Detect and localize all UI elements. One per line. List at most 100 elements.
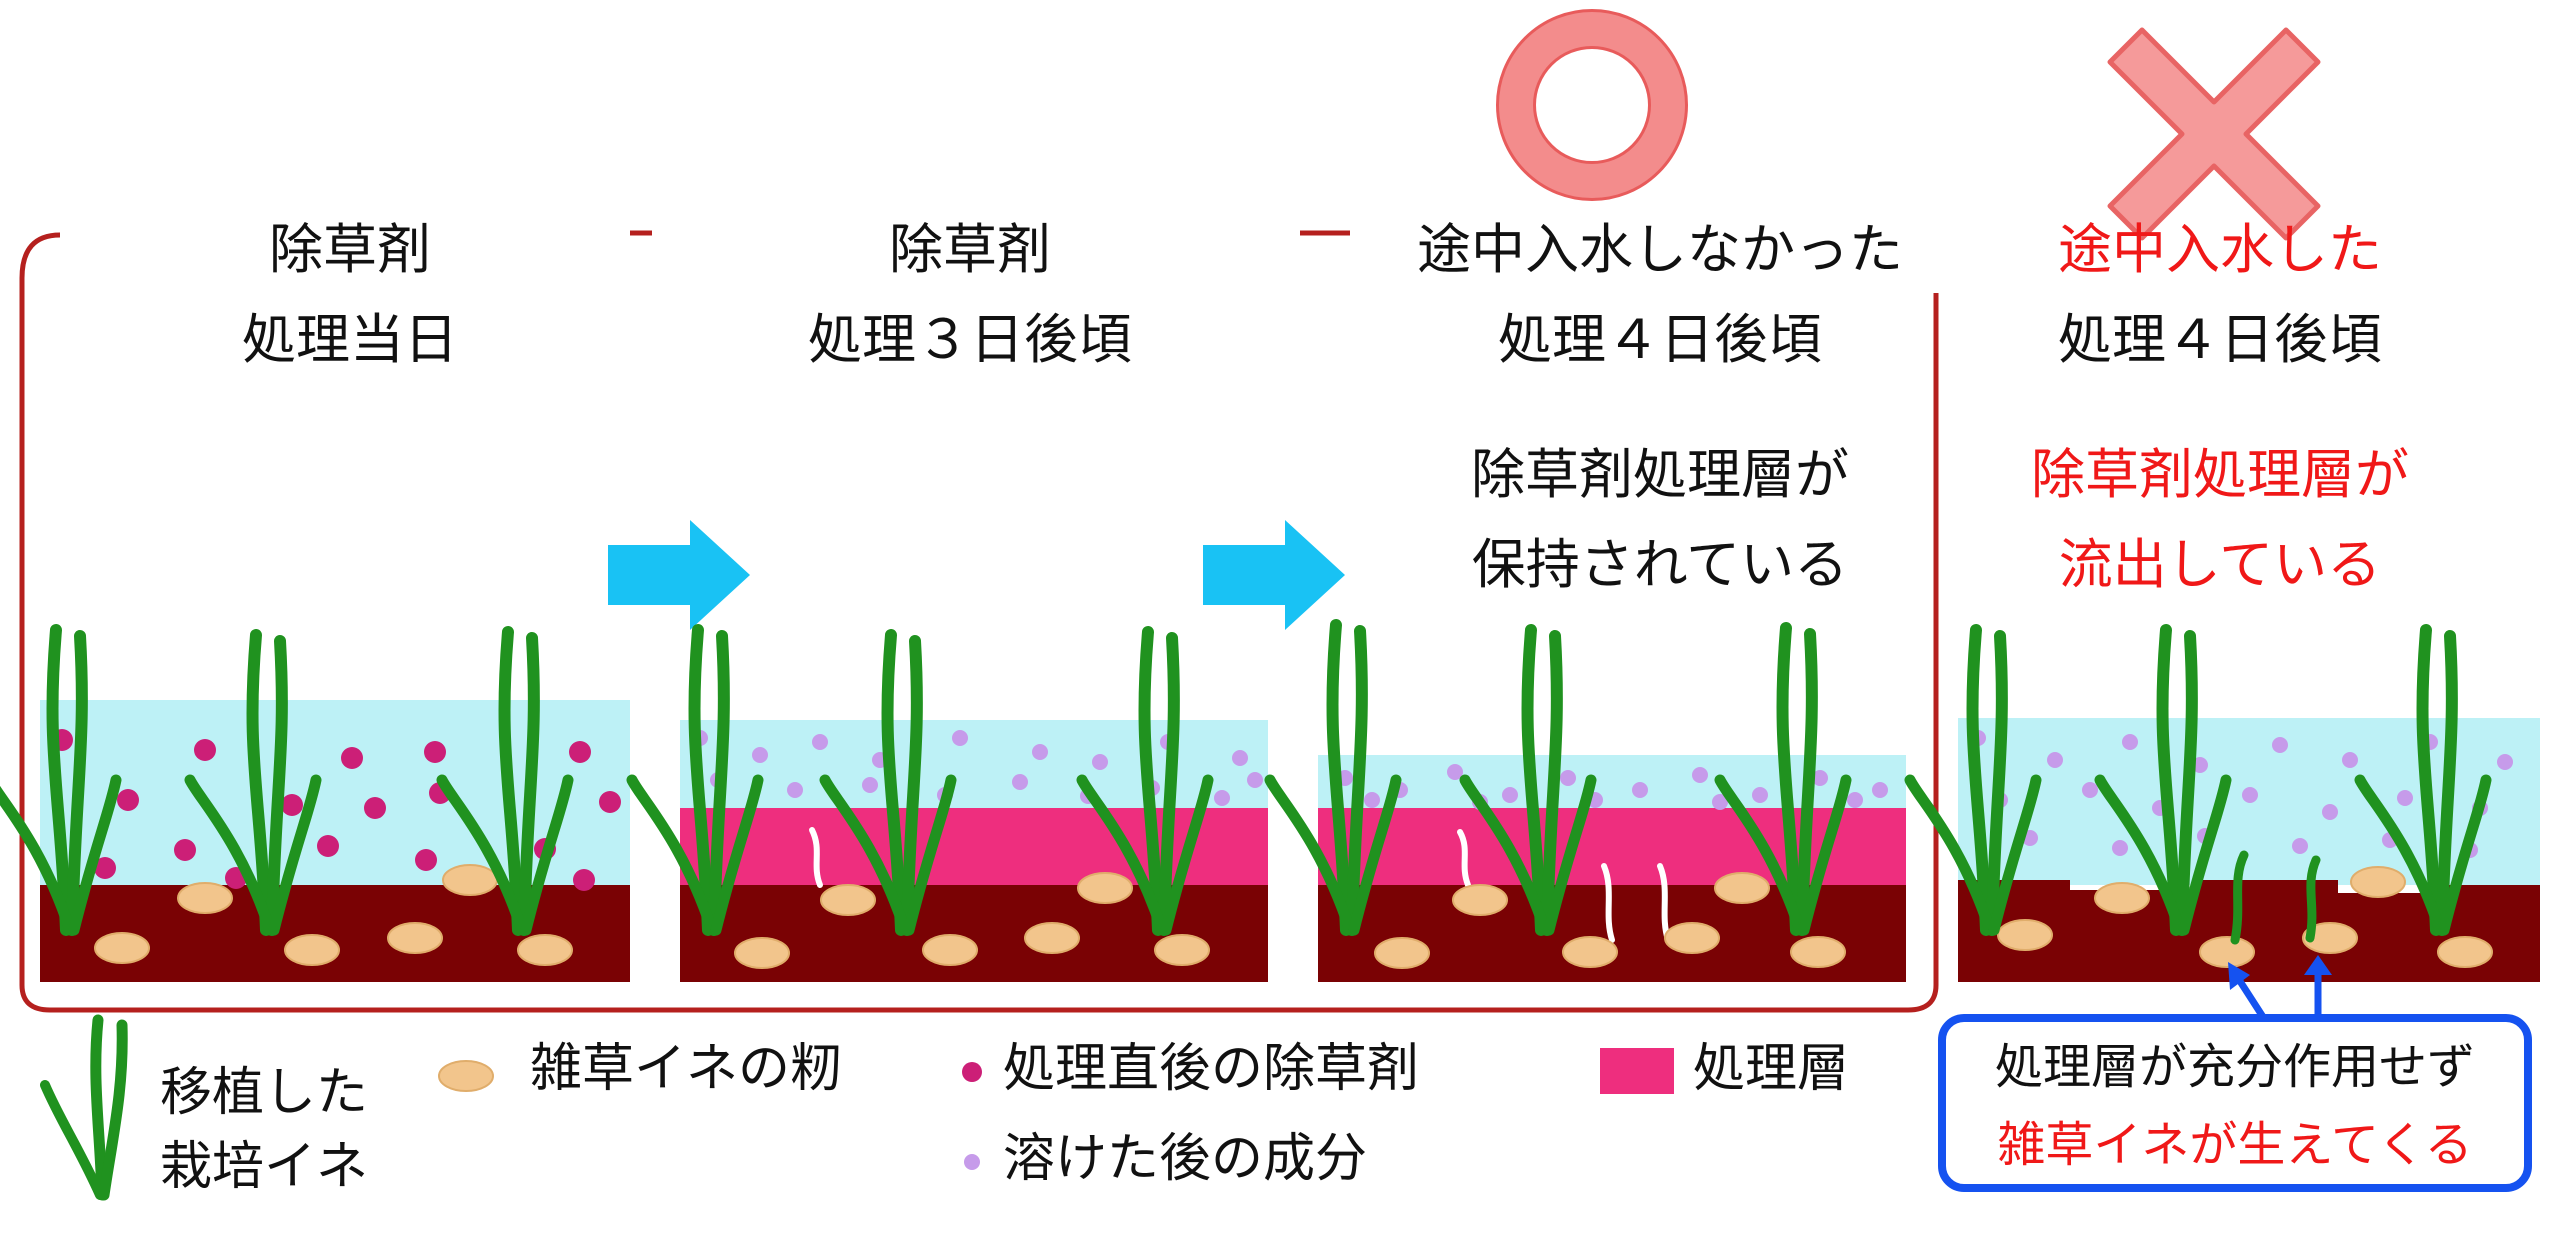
panel-1-seed-1 bbox=[442, 864, 498, 896]
panel-3-seed-4 bbox=[1664, 922, 1720, 954]
stage-2-title: 除草剤 bbox=[889, 218, 1051, 281]
panel-1-plant-2-leaf-3 bbox=[184, 774, 276, 936]
stage-1-title: 除草剤 bbox=[269, 218, 431, 281]
panel-4-plant-2-leaf-1 bbox=[2156, 624, 2182, 936]
panel-2-plant-1-leaf-4 bbox=[710, 774, 764, 936]
panel-2-dissolved-dot-11 bbox=[862, 777, 878, 793]
panel-2-dissolved-dot-5 bbox=[1032, 744, 1048, 760]
panel-4-plant-1-leaf-1 bbox=[1966, 624, 1992, 936]
panel-2-sprout bbox=[809, 827, 823, 888]
note-arrow-1-head bbox=[2228, 962, 2250, 990]
panel-3-seed-1 bbox=[1714, 872, 1770, 904]
panel-2-dissolved-dot-1 bbox=[752, 747, 768, 763]
legend-treatment-layer-icon bbox=[1600, 1048, 1674, 1094]
legend-rice-label-line1: 移植した bbox=[160, 1063, 369, 1123]
stage-bracket bbox=[19, 232, 1939, 1013]
panel-4-seed-4 bbox=[2302, 922, 2358, 954]
panel-1-plant-3-leaf-4 bbox=[520, 774, 574, 936]
panel-3-plant-2-leaf-1 bbox=[1521, 624, 1547, 936]
panel-1-plant-1-leaf-4 bbox=[68, 774, 122, 936]
panel-3-dissolved-dot-2 bbox=[1447, 764, 1463, 780]
panel-4-plant-3-leaf-2 bbox=[2436, 630, 2458, 936]
panel-3-seed-2 bbox=[1374, 937, 1430, 969]
panel-2-dissolved-dot-13 bbox=[1012, 774, 1028, 790]
panel-1-herbicide-dot-11 bbox=[94, 857, 116, 879]
legend-fresh-herbicide-icon bbox=[962, 1062, 982, 1082]
panel-1-herbicide-dot-13 bbox=[415, 849, 437, 871]
panel-1-plant-2-leaf-1 bbox=[246, 629, 272, 936]
panel-4-plant-2-leaf-4 bbox=[2178, 774, 2232, 936]
panel-3-dissolved-dot-9 bbox=[1872, 782, 1888, 798]
panel-2-dissolved-dot-4 bbox=[952, 730, 968, 746]
panel-2-seed-1 bbox=[1077, 872, 1133, 904]
panel-3-plant-1-leaf-3 bbox=[1264, 774, 1356, 936]
panel-2-plant-2-leaf-3 bbox=[819, 774, 911, 936]
legend-rice-icon-leaf-1 bbox=[90, 1014, 108, 1201]
stage-1-subtitle: 処理当日 bbox=[242, 308, 458, 371]
panel-1-herbicide-dot-5 bbox=[117, 789, 139, 811]
panel-4-dissolved-dot-1 bbox=[2047, 752, 2063, 768]
panel-4-plant-2-leaf-2 bbox=[2176, 630, 2198, 936]
panel-3-dissolved-dot-10 bbox=[1364, 792, 1380, 808]
panel-1-herbicide-dot-6 bbox=[281, 794, 303, 816]
panel-3-plant-3-leaf-3 bbox=[1714, 774, 1806, 936]
panel-1-plant-3-leaf-1 bbox=[498, 626, 524, 936]
stage-3-subtitle: 処理４日後頃 bbox=[1498, 308, 1822, 371]
panel-2-plant-3-leaf-4 bbox=[1160, 774, 1214, 936]
panel-4-dissolved-dot-11 bbox=[2242, 787, 2258, 803]
panel-1-seed-3 bbox=[284, 934, 340, 966]
panel-2-dissolved-dot-8 bbox=[1232, 750, 1248, 766]
panel-4-dissolved-dot-7 bbox=[2497, 754, 2513, 770]
panel-1-herbicide-dot-12 bbox=[317, 835, 339, 857]
panel-4-plant-3-leaf-3 bbox=[2354, 774, 2446, 936]
panel-4-dissolved-dot-13 bbox=[2397, 790, 2413, 806]
warning-note-line1: 処理層が充分作用せず bbox=[1994, 1039, 2475, 1095]
panel-3-seed-0 bbox=[1452, 884, 1508, 916]
panel-3-dissolved-dot-5 bbox=[1632, 782, 1648, 798]
panel-3-plant-3-leaf-4 bbox=[1798, 774, 1852, 936]
panel-4-dissolved-dot-2 bbox=[2122, 734, 2138, 750]
circle-icon bbox=[1499, 12, 1685, 198]
stage-2-subtitle: 処理３日後頃 bbox=[808, 308, 1132, 371]
panel-3-plant-3-leaf-2 bbox=[1796, 628, 1818, 936]
panel-4-dissolved-dot-9 bbox=[2082, 782, 2098, 798]
panel-4-plant-1-leaf-4 bbox=[1988, 774, 2042, 936]
panel-3-sprout-1 bbox=[1457, 829, 1471, 888]
panel-4-dissolved-dot-4 bbox=[2272, 737, 2288, 753]
stage-4-subtitle: 処理４日後頃 bbox=[2058, 308, 2382, 371]
panel-3-sprout-2 bbox=[1601, 863, 1615, 943]
panel-2-plant-3-leaf-3 bbox=[1076, 774, 1168, 936]
panel-1-herbicide-dot-2 bbox=[341, 747, 363, 769]
legend-treatment-layer-label: 処理層 bbox=[1693, 1039, 1850, 1099]
panel-3-plant-1-leaf-2 bbox=[1346, 625, 1368, 936]
legend-fresh-herbicide-label: 処理直後の除草剤 bbox=[1003, 1039, 1420, 1099]
legend-rice-label-line2: 栽培イネ bbox=[160, 1137, 369, 1197]
panel-3-seed-5 bbox=[1790, 936, 1846, 968]
panel-1-herbicide-dot-7 bbox=[364, 797, 386, 819]
panel-2-dissolved-dot-2 bbox=[812, 734, 828, 750]
panel-1-herbicide-dot-16 bbox=[573, 869, 595, 891]
panel-4-dissolved-dot-16 bbox=[2112, 840, 2128, 856]
panel-2-seed-4 bbox=[1024, 922, 1080, 954]
panel-3-seed-3 bbox=[1562, 936, 1618, 968]
panel-4-dissolved-dot-3 bbox=[2192, 757, 2208, 773]
panel-3-dissolved-dot-3 bbox=[1502, 787, 1518, 803]
panel-1-plant-2-leaf-2 bbox=[266, 635, 288, 936]
panel-1-plant-3-leaf-2 bbox=[518, 632, 540, 936]
stage-3-description-line1: 除草剤処理層が bbox=[1471, 443, 1849, 506]
panel-1-herbicide-dot-9 bbox=[599, 791, 621, 813]
panel-1-herbicide-dot-10 bbox=[174, 839, 196, 861]
panel-2-plant-2-leaf-1 bbox=[881, 629, 907, 936]
panel-4-dissolved-dot-5 bbox=[2342, 752, 2358, 768]
panel-2-seed-3 bbox=[922, 934, 978, 966]
panel-1-seed-5 bbox=[517, 934, 573, 966]
panel-4-plant-1-leaf-3 bbox=[1904, 774, 1996, 936]
stage-4-title: 途中入水した bbox=[2058, 218, 2382, 281]
panel-2-seed-2 bbox=[734, 937, 790, 969]
panel-2-seed-5 bbox=[1154, 934, 1210, 966]
legend-seed-icon bbox=[438, 1060, 494, 1092]
panel-2-plant-2-leaf-4 bbox=[903, 774, 957, 936]
warning-note-box: 処理層が充分作用せず 雑草イネが生えてくる bbox=[1938, 1014, 2532, 1192]
